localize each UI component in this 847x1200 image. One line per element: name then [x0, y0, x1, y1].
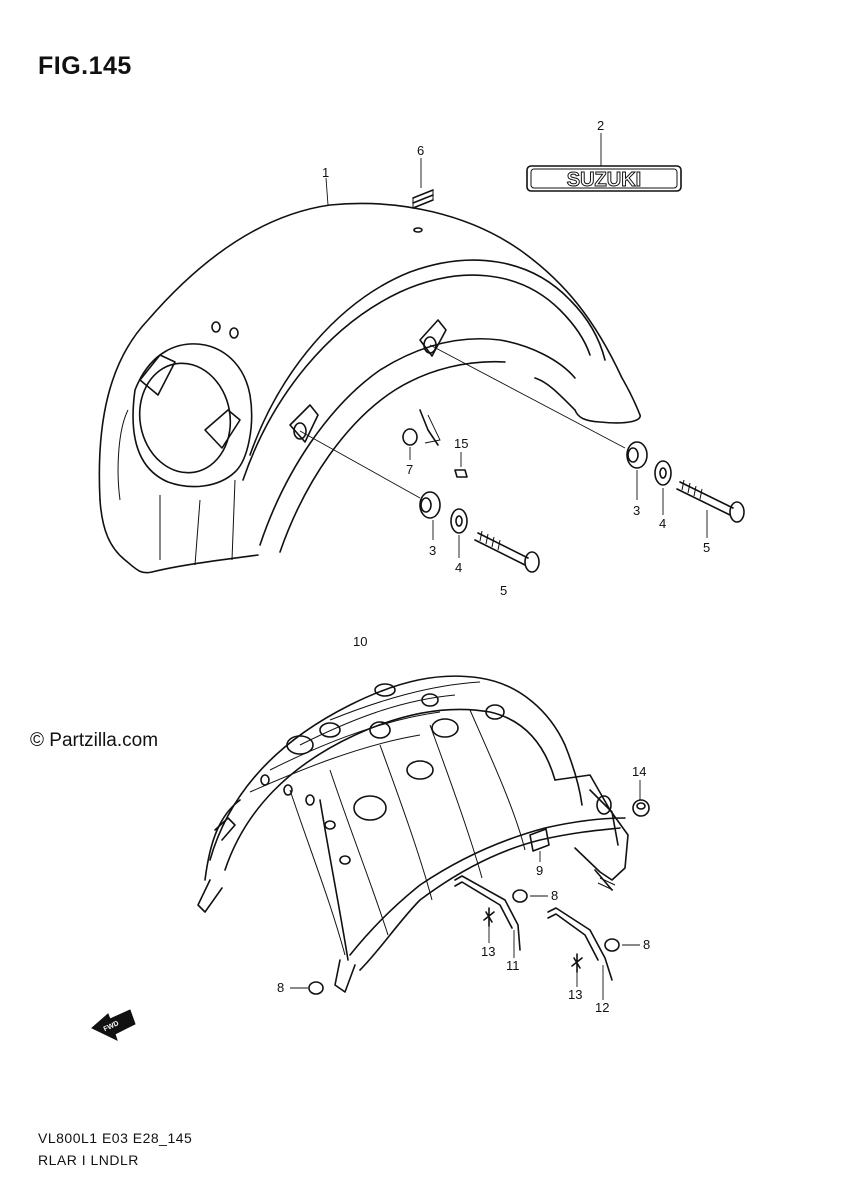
leader-lines — [325, 133, 708, 1000]
callout-7: 7 — [406, 462, 413, 477]
grommet-7 — [402, 428, 418, 446]
callout-1: 1 — [322, 165, 329, 180]
figure-title: FIG.145 — [38, 52, 132, 80]
fender-small-parts — [290, 799, 650, 995]
suzuki-emblem: SUZUKI — [526, 165, 682, 192]
callout-5b: 5 — [703, 540, 710, 555]
callout-11: 11 — [506, 958, 520, 973]
rear-fender — [98, 202, 641, 574]
hardware-set-a — [299, 430, 540, 573]
callout-3b: 3 — [633, 503, 640, 518]
callout-13a: 13 — [481, 944, 495, 959]
nut-15 — [454, 469, 468, 478]
emblem-text: SUZUKI — [567, 169, 641, 191]
callouts: 1 2 6 3 4 5 3 4 5 7 15 10 14 9 8 8 8 13 … — [277, 118, 710, 1015]
inner-fender — [197, 675, 629, 993]
footer-section-name: RLAR I LNDLR — [38, 1152, 139, 1168]
callout-6: 6 — [417, 143, 424, 158]
callout-3a: 3 — [429, 543, 436, 558]
callout-5a: 5 — [500, 583, 507, 598]
callout-8c: 8 — [277, 980, 284, 995]
fwd-arrow: FWD — [91, 1009, 136, 1041]
callout-8a: 8 — [551, 888, 558, 903]
hardware-set-b — [429, 344, 745, 523]
callout-4a: 4 — [455, 560, 462, 575]
callout-13b: 13 — [568, 987, 582, 1002]
callout-2: 2 — [597, 118, 604, 133]
callout-14: 14 — [632, 764, 646, 779]
watermark-text: © Partzilla.com — [30, 730, 159, 751]
callout-10: 10 — [353, 634, 367, 649]
callout-4b: 4 — [659, 516, 666, 531]
callout-15: 15 — [454, 436, 468, 451]
callout-12: 12 — [595, 1000, 609, 1015]
callout-9: 9 — [536, 863, 543, 878]
footer-model-code: VL800L1 E03 E28_145 — [38, 1130, 193, 1146]
spring-clip — [412, 189, 434, 209]
callout-8b: 8 — [643, 937, 650, 952]
